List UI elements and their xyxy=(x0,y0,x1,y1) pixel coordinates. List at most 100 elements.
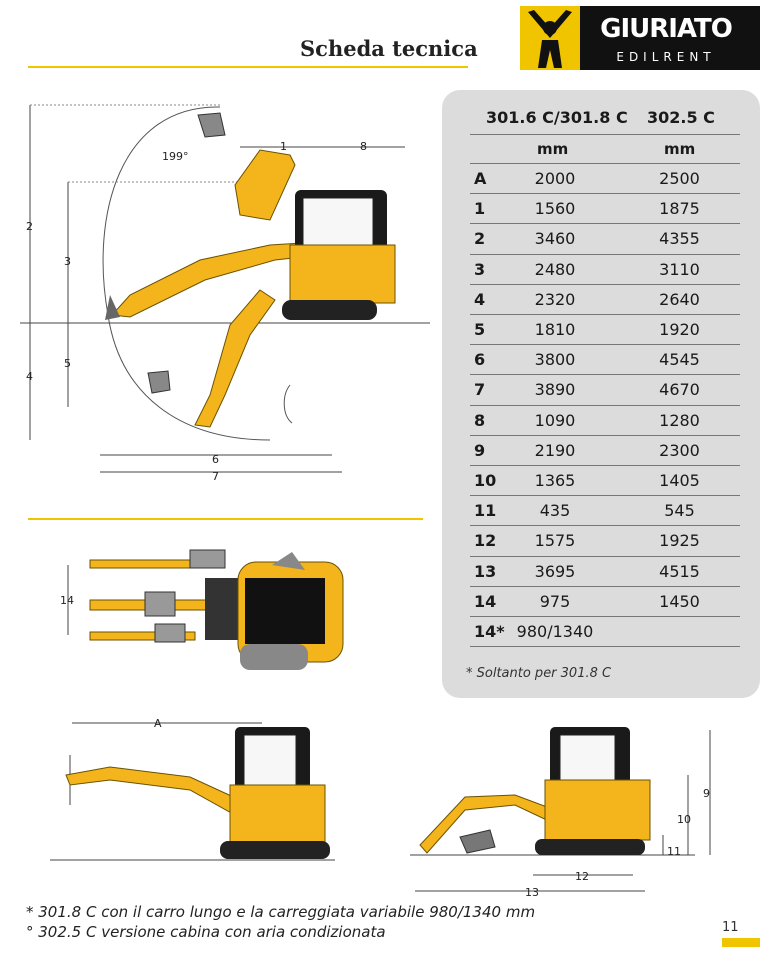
spec-row-value-2: 545 xyxy=(664,501,695,521)
note-line: * 301.8 C con il carro lungo e la carreg… xyxy=(26,903,536,921)
spec-row-value-2: 1405 xyxy=(659,471,700,490)
column-header-model-1: 301.6 C/301.8 C xyxy=(486,108,628,127)
spec-row-value-1: 2480 xyxy=(534,259,576,279)
dim-label-9: 9 xyxy=(703,787,710,800)
angle-label: 199° xyxy=(162,150,189,163)
logo-name: GIURIATO xyxy=(600,14,733,44)
spec-row-key: 14* xyxy=(474,622,505,641)
front-view-right-diagram: 9 10 11 12 13 xyxy=(410,727,711,899)
dim-label-7: 7 xyxy=(212,470,219,483)
dim-label-5: 5 xyxy=(64,357,71,370)
spec-row-value-1: 1365 xyxy=(534,471,576,490)
spec-row-value-1: 3890 xyxy=(534,380,576,400)
row-divider xyxy=(470,374,740,376)
front-view-left-diagram: A xyxy=(50,717,335,861)
brand-logo: GIURIATO EDILRENT xyxy=(520,6,760,70)
spec-row-value-2: 1280 xyxy=(659,410,700,430)
logo-subtitle: EDILRENT xyxy=(616,50,716,64)
header-divider xyxy=(470,134,740,135)
dim-label-8: 8 xyxy=(360,140,367,153)
spec-row-value-2: 3110 xyxy=(659,259,700,279)
spec-row-value-2: 4355 xyxy=(659,229,700,249)
side-view-diagram: 199° 1 8 2 3 4 5 6 7 xyxy=(20,104,430,483)
page-title: Scheda tecnica xyxy=(300,36,478,61)
row-divider xyxy=(470,525,740,527)
dim-label-12: 12 xyxy=(575,870,589,883)
logo-figure-icon xyxy=(520,6,580,70)
row-divider xyxy=(470,495,740,497)
spec-row-value-2: 4670 xyxy=(659,380,700,400)
spec-row-value-1: 2000 xyxy=(534,169,576,188)
spec-row-key: 1 xyxy=(474,199,486,219)
spec-row-key: 14 xyxy=(474,591,497,611)
header-rule xyxy=(28,66,468,68)
row-divider xyxy=(470,465,740,466)
spec-row-value-1: 1560 xyxy=(534,199,576,219)
row-divider xyxy=(470,163,740,164)
column-unit-1: mm xyxy=(537,140,569,158)
spec-row-key: 4 xyxy=(474,289,486,309)
spec-row-key: 6 xyxy=(474,350,486,370)
row-divider xyxy=(470,283,740,285)
spec-row-key: 5 xyxy=(474,320,486,339)
spec-row-value-2: 1925 xyxy=(659,531,700,551)
spec-row-key: A xyxy=(474,169,487,188)
row-divider xyxy=(470,223,740,225)
dim-label-4: 4 xyxy=(26,370,33,383)
dim-label-11: 11 xyxy=(667,845,681,858)
dim-label-1: 1 xyxy=(280,140,287,153)
page-number: 11 xyxy=(722,920,739,935)
spec-row-key: 8 xyxy=(474,410,486,430)
column-header-model-2: 302.5 C xyxy=(647,108,715,127)
spec-row-key: 10 xyxy=(474,471,497,490)
spec-row-value-1: 2320 xyxy=(534,289,576,309)
row-divider xyxy=(470,616,740,617)
row-divider xyxy=(470,585,740,587)
spec-row-key: 7 xyxy=(474,380,486,400)
row-divider xyxy=(470,646,740,648)
dim-label-6: 6 xyxy=(212,453,219,466)
spec-row-key: 9 xyxy=(474,440,486,460)
row-divider xyxy=(470,434,740,436)
spec-row-value-1: 980/1340 xyxy=(516,622,594,641)
column-unit-2: mm xyxy=(664,140,696,158)
spec-row-key: 12 xyxy=(474,531,497,551)
spec-row-value-1: 1090 xyxy=(534,410,576,430)
spec-row-value-2: 1920 xyxy=(659,320,700,339)
spec-row-value-2: 1875 xyxy=(659,199,700,219)
row-divider xyxy=(470,253,740,255)
row-divider xyxy=(470,404,740,406)
spec-row-value-2: 2500 xyxy=(659,169,700,188)
dim-label-3: 3 xyxy=(64,255,71,268)
spec-row-value-2: 2640 xyxy=(659,289,700,309)
page-number-bar xyxy=(722,938,760,947)
spec-row-value-1: 2190 xyxy=(534,440,576,460)
spec-row-key: 3 xyxy=(474,259,486,279)
table-footnote: * Soltanto per 301.8 C xyxy=(466,666,612,681)
spec-row-key: 11 xyxy=(474,501,497,521)
spec-row-value-1: 975 xyxy=(539,591,571,611)
section-rule xyxy=(28,518,423,520)
spec-table-panel: 301.6 C/301.8 C 302.5 C mm mm A 2000 2500 1… xyxy=(442,90,760,698)
dim-label-a: A xyxy=(154,717,162,730)
note-line: ° 302.5 C versione cabina con aria condi… xyxy=(26,923,386,941)
spec-row-value-2: 4515 xyxy=(659,561,700,581)
spec-row-value-2: 2300 xyxy=(659,440,700,460)
spec-row-key: 2 xyxy=(474,229,486,249)
spec-row-value-1: 1575 xyxy=(534,531,576,551)
footer-notes: * 301.8 C con il carro lungo e la carreg… xyxy=(26,902,535,942)
dim-label-13: 13 xyxy=(525,886,539,899)
row-divider xyxy=(470,193,740,195)
spec-row-value-1: 1810 xyxy=(534,320,576,339)
spec-row-value-2: 4545 xyxy=(659,350,700,370)
spec-row-key: 13 xyxy=(474,561,497,581)
row-divider xyxy=(470,314,740,315)
dim-label-2: 2 xyxy=(26,220,33,233)
top-view-diagram: 14 xyxy=(60,549,344,670)
spec-row-value-1: 3460 xyxy=(534,229,576,249)
spec-row-value-1: 435 xyxy=(539,501,571,521)
row-divider xyxy=(470,344,740,346)
dim-label-14: 14 xyxy=(60,594,74,607)
spec-row-value-2: 1450 xyxy=(659,591,700,611)
spec-row-value-1: 3695 xyxy=(534,561,576,581)
